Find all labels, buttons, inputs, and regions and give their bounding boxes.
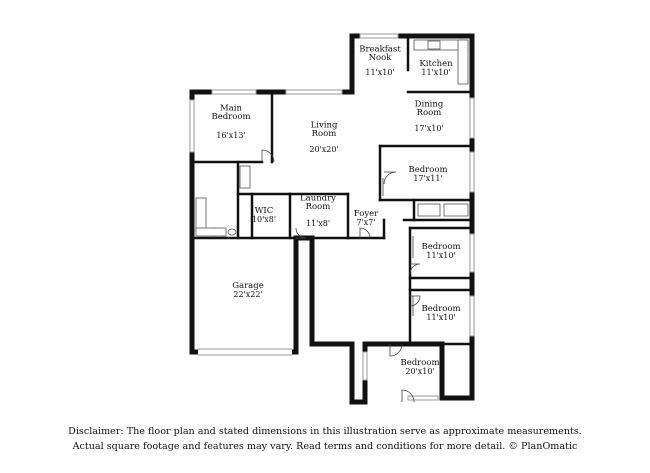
room-name: Bedroom bbox=[408, 165, 447, 175]
room-dims: 20'x20' bbox=[309, 145, 338, 154]
disclaimer-line-2: Actual square footage and features may v… bbox=[72, 441, 578, 452]
room-bedroom-11x10-lower: Bedroom 11'x10' bbox=[421, 304, 460, 322]
room-name: WIC bbox=[255, 206, 274, 216]
room-dims: 17'x10' bbox=[414, 124, 443, 133]
room-dims: 11'x10' bbox=[421, 68, 450, 77]
exterior-walls bbox=[189, 33, 475, 405]
room-name: Bedroom bbox=[400, 358, 439, 368]
room-bedroom-17x11: Bedroom 17'x11' bbox=[408, 165, 447, 183]
room-bedroom-11x10-upper: Bedroom 11'x10' bbox=[421, 242, 460, 260]
doors bbox=[213, 149, 421, 403]
room-dims: 20'x10' bbox=[405, 367, 434, 376]
disclaimer-line-1: Disclaimer: The floor plan and stated di… bbox=[68, 426, 582, 437]
windows bbox=[189, 33, 475, 401]
room-dims: 10'x8' bbox=[252, 215, 276, 224]
room-wic: WIC 10'x8' bbox=[252, 206, 276, 224]
room-dims: 11'x10' bbox=[365, 68, 394, 77]
room-name: Bedroom bbox=[421, 242, 460, 252]
room-dims: 7'x7' bbox=[356, 218, 375, 227]
room-dims: 22'x22' bbox=[233, 290, 262, 299]
disclaimer: Disclaimer: The floor plan and stated di… bbox=[0, 424, 650, 454]
room-dims: 11'x8' bbox=[306, 219, 330, 228]
room-kitchen: Kitchen 11'x10' bbox=[419, 59, 453, 77]
room-dims: 11'x10' bbox=[426, 251, 455, 260]
room-garage: Garage 22'x22' bbox=[232, 281, 263, 299]
room-name: Garage bbox=[232, 281, 263, 291]
room-dims: 16'x13' bbox=[216, 131, 245, 140]
room-name: Kitchen bbox=[419, 59, 453, 69]
interior-walls bbox=[190, 34, 474, 346]
room-name: Bedroom bbox=[421, 304, 460, 314]
room-dims: 11'x10' bbox=[426, 313, 455, 322]
room-dims: 17'x11' bbox=[413, 174, 442, 183]
room-name: Foyer bbox=[354, 209, 379, 219]
fixtures bbox=[195, 39, 469, 316]
room-foyer: Foyer 7'x7' bbox=[354, 209, 379, 227]
room-bedroom-20x10: Bedroom 20'x10' bbox=[400, 358, 439, 376]
